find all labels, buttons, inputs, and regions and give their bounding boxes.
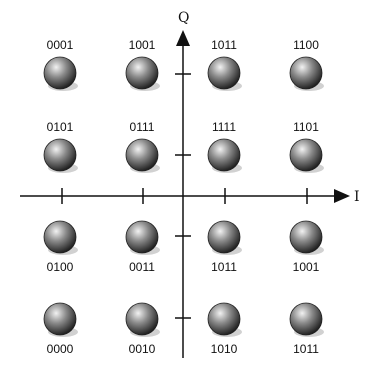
- point-code-label: 0000: [47, 342, 74, 356]
- constellation-point: [125, 302, 159, 336]
- point-code-label: 1011: [211, 260, 237, 274]
- point-code-label: 1100: [293, 38, 319, 52]
- point-code-label: 0011: [129, 260, 155, 274]
- point-code-label: 0100: [47, 260, 74, 274]
- constellation-point: [289, 220, 323, 254]
- constellation-point: [125, 56, 159, 90]
- point-code-label: 1001: [293, 260, 320, 274]
- point-code-label: 0001: [47, 38, 74, 52]
- point-code-label: 1111: [212, 120, 236, 134]
- constellation-point: [43, 56, 77, 90]
- constellation-point: [207, 56, 241, 90]
- constellation-point: [289, 302, 323, 336]
- point-code-label: 1101: [293, 120, 319, 134]
- point-code-label: 1001: [129, 38, 156, 52]
- i-axis-arrow: [334, 189, 350, 203]
- constellation-point: [207, 220, 241, 254]
- constellation-point: [207, 302, 241, 336]
- constellation-point: [125, 138, 159, 172]
- constellation-points: 0001 1001 1011 1100 0101 0111 1111 1101 0100 0011…: [43, 38, 324, 356]
- point-code-label: 0111: [130, 120, 155, 134]
- point-code-label: 0101: [47, 120, 74, 134]
- constellation-point: [289, 138, 323, 172]
- point-code-label: 0010: [129, 342, 156, 356]
- point-code-label: 1011: [211, 38, 237, 52]
- constellation-point: [289, 56, 323, 90]
- point-code-label: 1010: [211, 342, 238, 356]
- constellation-point: [207, 138, 241, 172]
- q-axis-arrow: [176, 30, 190, 46]
- i-axis-label: I: [354, 189, 360, 205]
- constellation-point: [43, 138, 77, 172]
- point-code-label: 1011: [293, 342, 319, 356]
- constellation-point: [43, 220, 77, 254]
- constellation-point: [125, 220, 159, 254]
- q-axis-label: Q: [178, 10, 189, 26]
- constellation-point: [43, 302, 77, 336]
